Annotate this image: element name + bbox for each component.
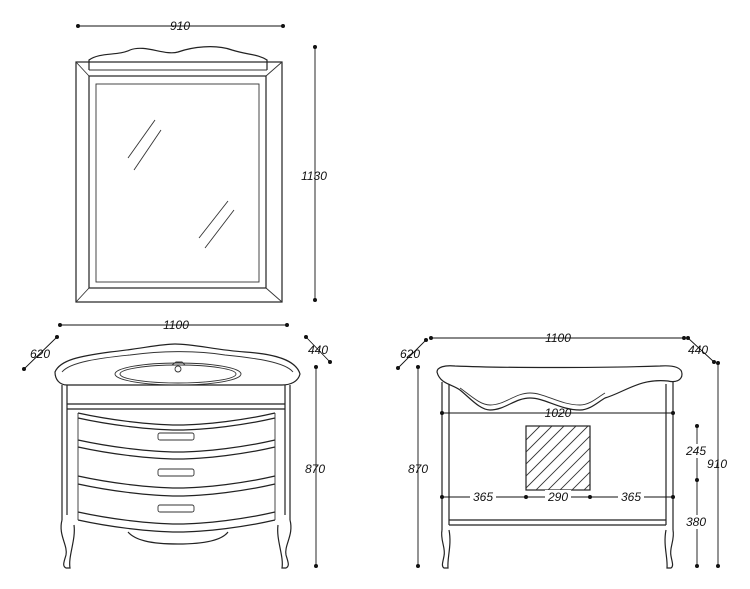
mirror-drawing: 910 1130 (75, 19, 327, 303)
side-left-offset-label: 365 (473, 490, 493, 504)
front-height-label: 870 (305, 462, 325, 476)
mirror-height-label: 1130 (301, 169, 327, 183)
side-upper-height-label: 245 (685, 444, 706, 458)
side-lower-height-label: 380 (686, 515, 706, 529)
side-inner-width-label: 1020 (545, 406, 572, 420)
cabinet-front-drawing: 1100 620 440 (22, 318, 332, 569)
side-depth-min-label: 440 (688, 343, 708, 357)
front-width-label: 1100 (163, 318, 189, 332)
side-right-offset-label: 365 (621, 490, 641, 504)
cabinet-side-drawing: 1100 620 440 1020 (396, 331, 727, 569)
side-height-left-label: 870 (408, 462, 428, 476)
front-depth-min-label: 440 (308, 343, 328, 357)
side-width-label: 1100 (545, 331, 571, 345)
front-depth-max-label: 620 (30, 347, 50, 361)
side-center-width-label: 290 (547, 490, 568, 504)
side-depth-max-label: 620 (400, 347, 420, 361)
mirror-width-label: 910 (170, 19, 190, 33)
side-height-right-label: 910 (707, 457, 727, 471)
